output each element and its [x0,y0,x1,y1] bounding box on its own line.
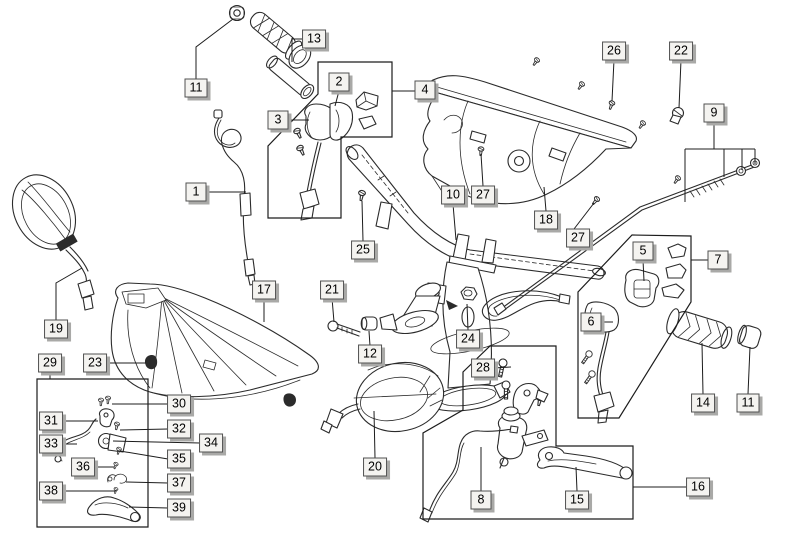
part-fasteners [144,56,685,370]
part-left-mirror [11,174,95,311]
leader-line-14 [701,342,704,395]
callout-5[interactable]: 5 [632,241,654,261]
leader-line-18 [543,186,547,212]
leader-line-27 [573,202,595,230]
leader-line-37 [125,481,169,484]
callout-38[interactable]: 38 [39,481,63,501]
callout-21[interactable]: 21 [320,280,344,300]
callout-30[interactable]: 30 [167,394,191,414]
callout-4[interactable]: 4 [414,80,436,100]
callout-13[interactable]: 13 [302,29,326,49]
leader-line-19 [55,267,83,321]
group-box-throttle-switch-group [267,61,393,219]
callout-18[interactable]: 18 [534,210,558,230]
callout-20[interactable]: 20 [363,457,387,477]
leader-line-24 [466,303,469,331]
leader-line-11 [195,18,234,80]
callout-33[interactable]: 33 [39,434,63,454]
callout-29[interactable]: 29 [38,353,62,373]
bolt-21 [327,320,361,337]
callout-14[interactable]: 14 [691,393,715,413]
leader-line-21 [331,297,335,323]
callout-17[interactable]: 17 [252,280,276,300]
part-rear-handlebar-cover [422,75,637,205]
leader-line-20 [373,410,376,459]
callout-12[interactable]: 12 [358,344,382,364]
leader-line-35 [119,450,169,460]
part-throttle-grip [249,11,315,100]
part-steering-column [379,282,458,335]
callout-27[interactable]: 27 [566,228,590,248]
part-handlebar-end-nut-top [228,4,246,22]
group-box-right-switch-group [577,234,692,419]
callout-6[interactable]: 6 [580,312,602,332]
part-cable-loop [481,290,571,321]
callout-24[interactable]: 24 [456,329,480,349]
callout-26[interactable]: 26 [602,41,626,61]
callout-32[interactable]: 32 [167,419,191,439]
callout-3[interactable]: 3 [267,110,289,130]
leader-line-12 [368,330,371,347]
part-grip-end-cap [737,324,762,349]
callout-8[interactable]: 8 [470,490,492,510]
callout-2[interactable]: 2 [328,72,350,92]
callout-37[interactable]: 37 [167,473,191,493]
part-right-mirror [320,361,445,434]
leader-line-39 [128,506,169,509]
part-front-handlebar-cover [110,282,319,407]
nut-24 [460,286,478,301]
group-box-brake-lever-group [422,345,634,520]
part-switch-assembly-left [292,91,379,221]
callout-31[interactable]: 31 [39,411,63,431]
callout-15[interactable]: 15 [565,490,589,510]
callout-16[interactable]: 16 [686,477,710,497]
leader-line-27 [480,153,484,187]
callout-11[interactable]: 11 [184,78,208,98]
leader-line-5 [642,259,645,282]
leader-line-26 [611,59,615,102]
callout-19[interactable]: 19 [44,319,68,339]
leader-line-25 [361,200,364,242]
callout-11[interactable]: 11 [736,393,760,413]
part-left-grip [666,308,733,349]
callout-36[interactable]: 36 [71,457,95,477]
callout-27[interactable]: 27 [471,185,495,205]
grommet-23 [144,354,158,370]
callout-9[interactable]: 9 [703,103,725,123]
callout-25[interactable]: 25 [351,240,375,260]
leader-line-34 [112,440,201,444]
leader-line-22 [678,59,682,109]
bolt-22 [669,106,685,125]
leader-line-11 [747,346,751,395]
callout-35[interactable]: 35 [167,449,191,469]
leader-line-15 [575,466,578,492]
part-throttle-cable [213,109,256,286]
leader-line-2 [334,90,340,107]
callout-34[interactable]: 34 [199,433,223,453]
callout-39[interactable]: 39 [167,498,191,518]
part-speedometer-cable [493,157,761,316]
leader-line-28 [492,366,512,369]
callout-22[interactable]: 22 [669,41,693,61]
leader-line-10 [452,203,457,241]
part-brake-pump-assembly [54,395,141,523]
callout-1[interactable]: 1 [185,182,207,202]
callout-10[interactable]: 10 [441,185,465,205]
group-box-brake-pump-group [36,378,149,528]
callout-23[interactable]: 23 [83,353,107,373]
callout-28[interactable]: 28 [471,358,495,378]
leader-line-32 [119,428,169,431]
callout-7[interactable]: 7 [707,250,729,270]
cap-12 [360,316,378,331]
part-brake-lever-assembly [419,357,633,523]
